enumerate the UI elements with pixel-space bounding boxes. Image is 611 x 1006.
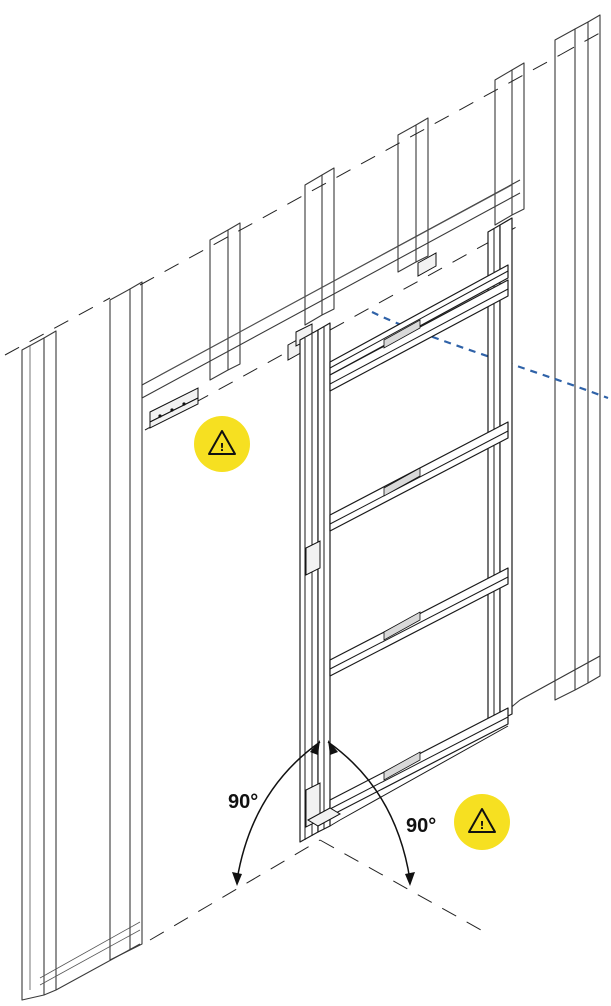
angle-label-left: 90° <box>228 791 258 813</box>
spreader-1 <box>329 279 509 392</box>
spreader-3 <box>329 567 509 677</box>
svg-text:!: ! <box>479 819 484 832</box>
stud-left <box>21 330 141 1001</box>
cripple-stud-3 <box>397 124 417 273</box>
stud-right <box>519 14 601 701</box>
cripple-stud-2 <box>304 174 323 326</box>
bracket-header-right <box>417 252 437 277</box>
stud-2 <box>109 281 143 961</box>
warning-icon: ! <box>194 416 250 472</box>
angle-label-right: 90° <box>406 815 436 837</box>
cripple-stud-1 <box>209 229 229 381</box>
swing-arcs <box>232 740 415 886</box>
bracket-left-wall <box>149 387 199 429</box>
pocket-frame <box>299 217 513 843</box>
warning-icon: ! <box>454 794 510 850</box>
wall-studs <box>21 14 601 1001</box>
svg-text:!: ! <box>219 441 224 454</box>
